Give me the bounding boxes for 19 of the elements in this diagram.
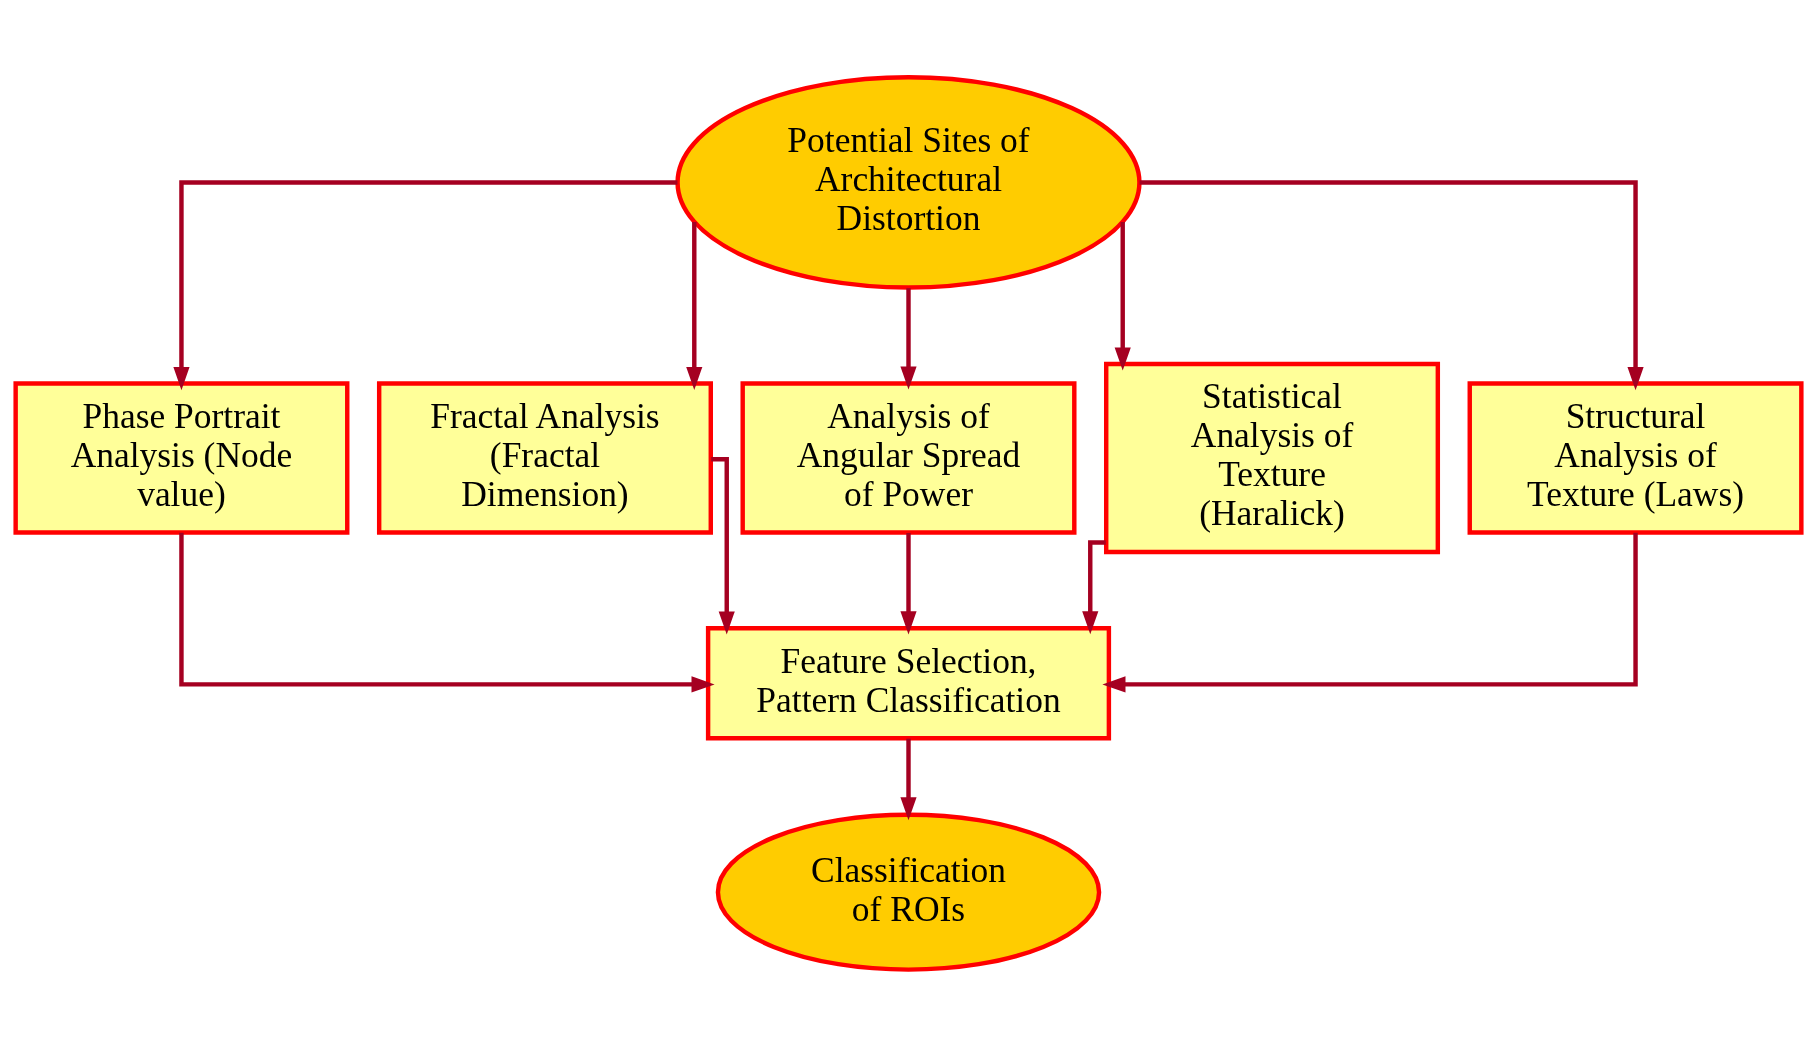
node-box: Fractal Analysis (Fractal Dimension) (376, 381, 713, 535)
node-box: Feature Selection, Pattern Classification (705, 626, 1112, 741)
node-ellipse: Classification of ROIs (715, 812, 1102, 972)
arrow (686, 221, 703, 390)
arrow (1082, 540, 1106, 635)
arrow (179, 532, 715, 693)
arrow (1102, 532, 1638, 693)
arrow (900, 288, 917, 390)
arrow (900, 738, 917, 821)
node-box: Phase Portrait Analysis (Node value) (13, 381, 350, 535)
node-box: Structural Analysis of Texture (Laws) (1467, 381, 1804, 535)
node-box: Statistical Analysis of Texture (Haralick) (1104, 361, 1441, 555)
node-box: Analysis of Angular Spread of Power (740, 381, 1077, 535)
arrow (173, 180, 678, 391)
node-ellipse: Potential Sites of Architectural Distortion (675, 75, 1142, 290)
arrow (711, 457, 735, 635)
arrow (1139, 180, 1644, 391)
arrow (1114, 221, 1131, 371)
arrow (900, 533, 917, 635)
